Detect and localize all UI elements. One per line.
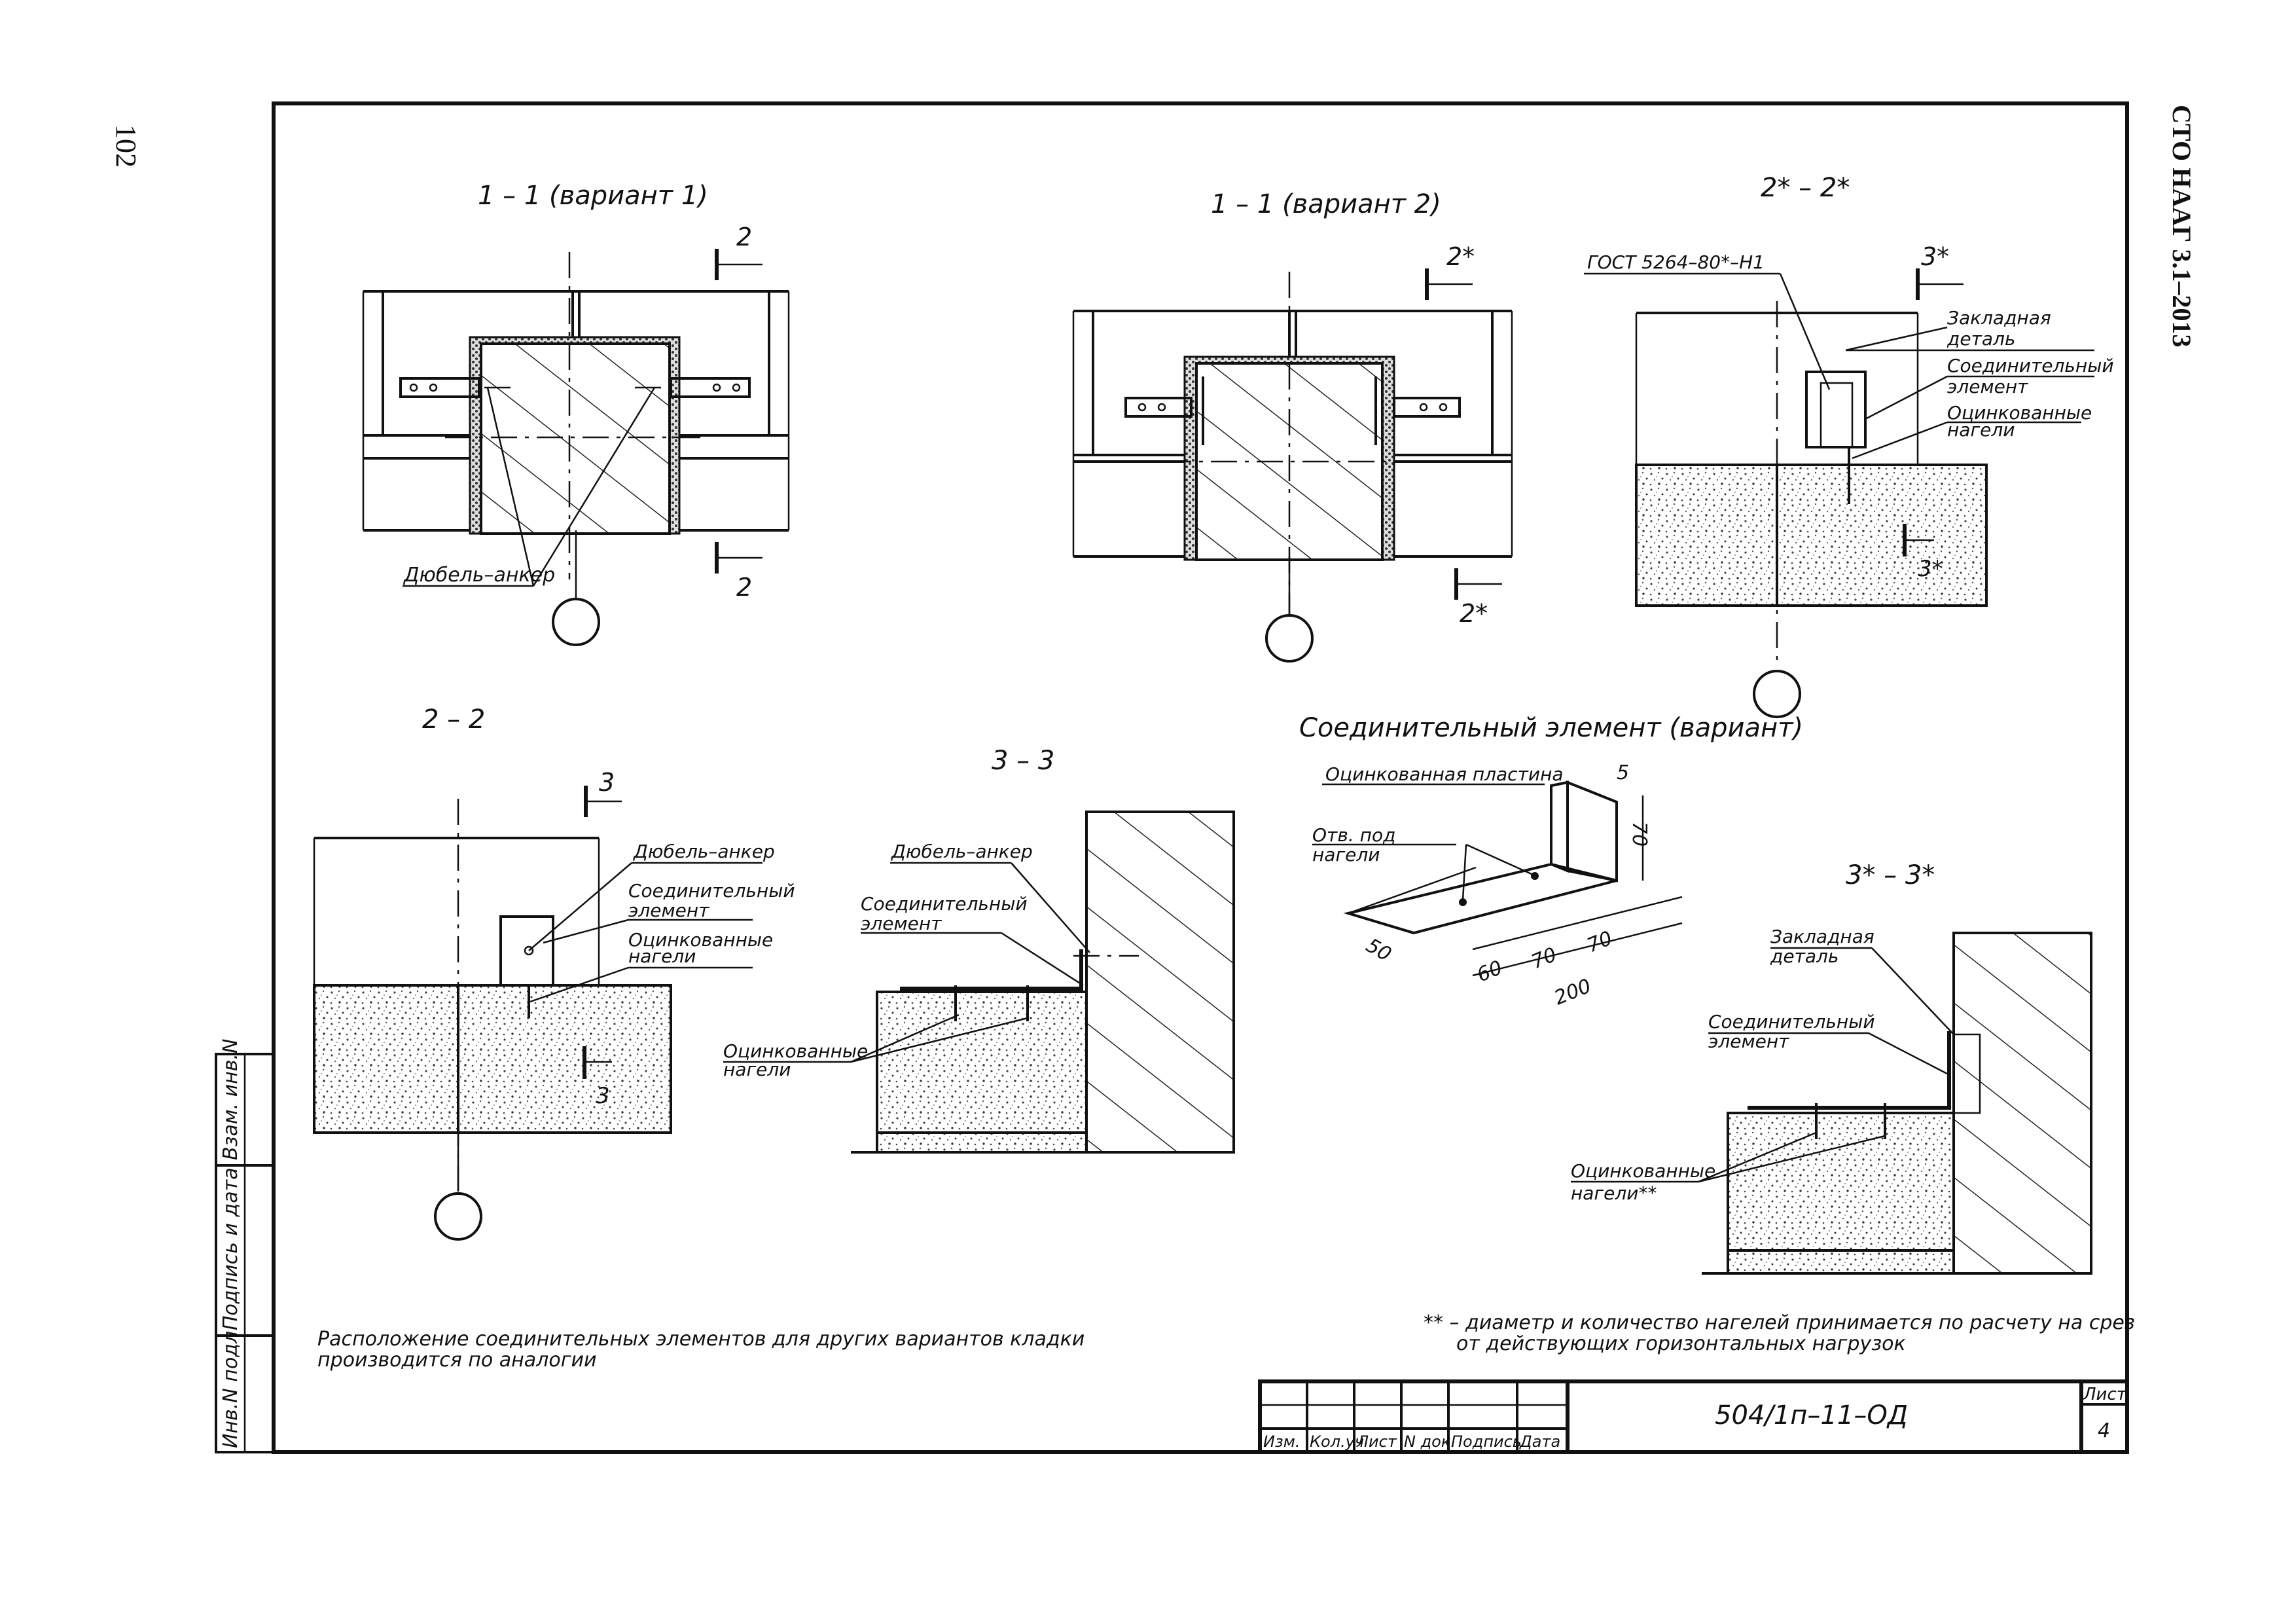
note-right-2: от действующих горизонтальных нагрузок [1456,1332,1906,1355]
svg-text:200: 200 [1551,975,1594,1010]
svg-text:Закладная: Закладная [1947,307,2051,329]
label-gost: ГОСТ 5264–80*–Н1 [1587,251,1765,273]
svg-text:Оцинкованные: Оцинкованные [1947,402,2092,424]
svg-text:Отв. под: Отв. под [1312,824,1395,846]
sheet-number: 4 [2098,1419,2110,1442]
svg-text:Соединительный: Соединительный [861,893,1028,915]
svg-text:60: 60 [1474,957,1506,987]
note-right-1: ** – диаметр и количество нагелей приним… [1424,1311,2135,1334]
tb-header-sign: Подпись [1451,1432,1522,1451]
svg-text:Оцинкованные: Оцинкованные [628,929,773,951]
connector-element-variant: Соединительный элемент (вариант) Оцинков… [1299,713,1803,1010]
svg-text:Соединительный: Соединительный [628,880,795,902]
svg-text:нагели**: нагели** [1571,1182,1657,1204]
svg-text:2*: 2* [1460,599,1488,628]
section-title: 1 – 1 (вариант 2) [1211,189,1441,219]
page-number: 102 [110,124,142,168]
stamp-replace-inv: Взам. инв.N [219,1039,242,1160]
svg-text:элемент: элемент [861,913,942,934]
side-stamp: Инв.N подл. Подпись и дата Взам. инв.N [215,1039,275,1453]
svg-text:элемент: элемент [1708,1030,1789,1052]
tb-header-ndoc: N док. [1404,1432,1456,1451]
sheet-label: Лист [2083,1385,2127,1404]
svg-text:СТО НААГ 3.1–2013: СТО НААГ 3.1–2013 [2167,105,2197,348]
label-dowel-anchor: Дюбель–анкер [403,564,555,587]
note-left-1: Расположение соединительных элементов дл… [317,1328,1085,1351]
tb-header-izm: Изм. [1263,1432,1300,1451]
svg-text:102: 102 [110,124,142,168]
svg-text:нагели: нагели [628,945,696,967]
svg-text:Оцинкованная пластина: Оцинкованная пластина [1325,763,1564,785]
drawing-frame [272,101,2129,1454]
notes: Расположение соединительных элементов дл… [317,1311,2135,1372]
svg-text:50: 50 [1362,934,1395,966]
svg-text:2*: 2* [1446,242,1475,271]
section-title: Соединительный элемент (вариант) [1299,713,1803,743]
svg-text:3*: 3* [1921,242,1949,271]
svg-text:3: 3 [599,768,615,797]
svg-text:2: 2 [736,223,752,251]
title-block: Изм. Кол.уч Лист N док. Подпись Дата 504… [1258,1379,2129,1454]
section-1-1-variant-2: 1 – 1 (вариант 2) 2* 2* [1072,189,1513,663]
svg-text:Оцинкованные: Оцинкованные [723,1040,868,1062]
svg-text:Соединительный: Соединительный [1708,1011,1875,1032]
section-title: 3* – 3* [1846,860,1935,890]
svg-text:нагели: нагели [1312,844,1380,866]
section-title: 1 – 1 (вариант 1) [478,181,708,211]
svg-text:элемент: элемент [1947,376,2028,397]
svg-text:Закладная: Закладная [1770,926,1874,947]
section-2-2: 2 – 2 3 Дюбель–анкер Соединительный элем… [313,704,795,1241]
tb-header-list: Лист [1356,1432,1397,1451]
tb-header-date: Дата [1519,1432,1560,1451]
svg-text:70: 70 [1528,943,1560,974]
svg-text:Оцинкованные: Оцинкованные [1571,1160,1715,1182]
svg-text:деталь: деталь [1770,945,1839,967]
svg-text:элемент: элемент [628,900,709,921]
svg-text:3*: 3* [1918,556,1943,582]
section-title: 2* – 2* [1761,173,1850,203]
svg-text:70: 70 [1628,822,1651,847]
section-3star-3star: 3* – 3* Закладная деталь Соединительный … [1571,860,2092,1275]
svg-text:3: 3 [596,1083,610,1109]
svg-text:Соединительный: Соединительный [1947,355,2114,376]
stamp-inv-orig: Инв.N подл. [219,1324,242,1448]
tb-header-kol: Кол.уч [1310,1432,1364,1451]
section-1-1-variant-1: 1 – 1 (вариант 1) 2 Дюбель–анкер [362,181,790,646]
standard-code: СТО НААГ 3.1–2013 [2167,105,2197,348]
section-title: 3 – 3 [992,746,1054,776]
svg-text:Дюбель–анкер: Дюбель–анкер [890,841,1033,862]
svg-text:деталь: деталь [1946,328,2015,350]
section-3-3: 3 – 3 Дюбель–анкер Соединительный элемен… [723,746,1235,1154]
note-left-2: производится по аналогии [317,1349,596,1372]
section-title: 2 – 2 [422,704,485,735]
svg-text:70: 70 [1584,927,1616,958]
svg-text:5: 5 [1617,761,1629,784]
stamp-signature: Подпись и дата [219,1168,242,1331]
svg-text:Дюбель–анкер: Дюбель–анкер [632,841,775,862]
doc-code: 504/1п–11–ОД [1715,1400,1908,1431]
svg-text:2: 2 [736,573,752,602]
section-2star-2star: 2* – 2* ГОСТ 5264–80*–Н1 3* Закладная де… [1584,173,2114,718]
